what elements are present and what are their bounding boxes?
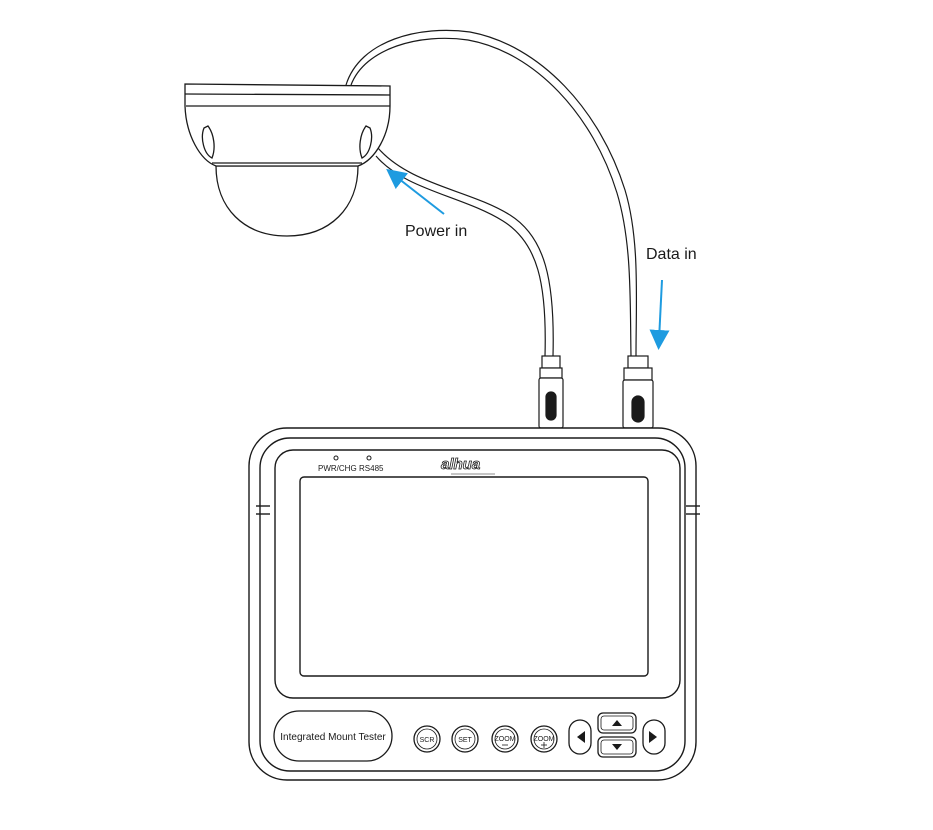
svg-text:SCR: SCR [420,737,435,744]
zoom-in-button[interactable]: ZOOM [530,725,558,753]
arrow-up-icon [612,720,622,726]
rs485-led-icon [366,455,372,461]
device-name-label: Integrated Mount Tester [280,732,386,743]
pwr-chg-label: PWR/CHG [318,464,357,473]
camera-base [184,83,391,167]
device-screen [299,476,649,677]
device-outer-shell [248,427,697,781]
down-button[interactable] [597,736,637,758]
power-in-label: Power in [405,223,467,240]
scr-button[interactable]: SCR [413,725,441,753]
camera-dome [215,165,359,237]
arrow-down-icon [612,744,622,750]
arrow-left-icon [577,731,585,743]
data-in-arrow [649,279,670,350]
brand-logo: alhua [441,456,495,475]
zoom-out-button[interactable]: ZOOM [491,725,519,753]
svg-text:ZOOM: ZOOM [495,736,516,743]
left-button[interactable] [568,719,592,755]
rs485-label: RS485 [359,464,384,473]
power-cable [375,147,554,357]
camera-slot-right [359,125,373,159]
svg-text:SET: SET [458,737,472,744]
camera-slot-left [201,125,215,159]
arrow-right-icon [649,731,657,743]
svg-text:ZOOM: ZOOM [534,736,555,743]
right-button[interactable] [642,719,666,755]
pwr-chg-led-icon [333,455,339,461]
power-in-arrow [386,168,445,215]
power-connector [538,355,564,429]
device-inner-shell [259,437,686,772]
svg-text:alhua: alhua [441,456,480,473]
set-button[interactable]: SET [451,725,479,753]
dome-camera [184,83,391,237]
up-button[interactable] [597,712,637,734]
data-connector [622,355,654,429]
device-name-plate: Integrated Mount Tester [273,710,393,762]
device-bezel [274,449,681,699]
mount-tester-device [248,427,700,781]
data-in-label: Data in [646,246,697,263]
data-cable [345,29,638,357]
